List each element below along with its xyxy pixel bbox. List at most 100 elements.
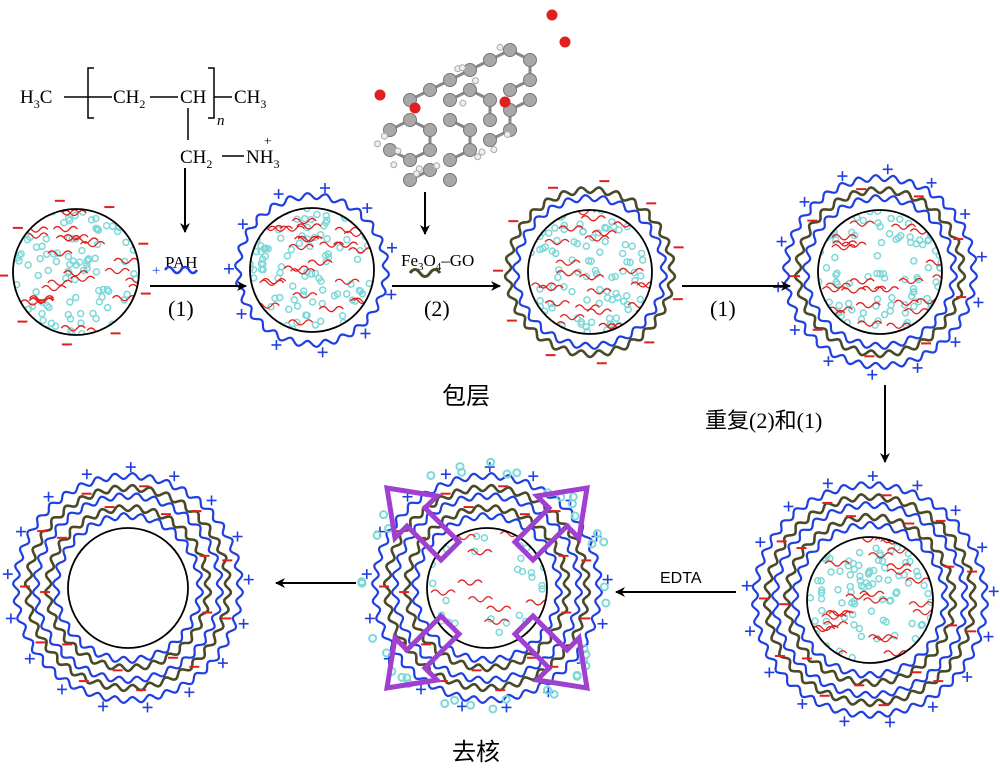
- core-polymer-chain: [73, 237, 99, 244]
- core-particle: [24, 261, 32, 269]
- core-polymer-chain: [467, 549, 493, 556]
- pah-layer: [52, 512, 204, 664]
- step-1b-label: (1): [710, 296, 736, 321]
- core-polymer-chain: [60, 325, 86, 332]
- core-polymer-chain: [861, 285, 887, 293]
- core-particle: [923, 222, 931, 230]
- core-particle: [584, 257, 593, 265]
- core-particle: [608, 295, 617, 304]
- core-particle: [822, 263, 831, 272]
- core-particle: [43, 250, 51, 259]
- core-particle: [64, 214, 73, 223]
- core-particle: [34, 271, 42, 280]
- core-particle: [583, 327, 592, 334]
- core-particle: [303, 223, 312, 232]
- core-polymer-chain: [294, 235, 320, 243]
- core-particle: [934, 237, 942, 245]
- core-particle: [880, 310, 889, 319]
- core-particle: [817, 577, 825, 585]
- core-particle: [623, 258, 631, 266]
- pah-layer: [234, 192, 390, 348]
- oxygen-atom: [374, 89, 386, 101]
- core-polymer-chain: [559, 313, 585, 321]
- core-polymer-chain: [288, 243, 314, 251]
- core-particle: [588, 233, 597, 242]
- core-polymer-chain: [112, 295, 138, 302]
- core-particle: [32, 288, 40, 296]
- core-particle: [887, 214, 895, 223]
- go-layer: [782, 512, 958, 688]
- go-layer: [793, 186, 967, 359]
- core-polymer-chain: [886, 563, 912, 570]
- hydrogen-atom: [471, 77, 479, 85]
- carbon-atom: [483, 53, 497, 67]
- core-particle: [76, 309, 85, 318]
- core-particle: [282, 328, 291, 332]
- core-particle: [911, 634, 920, 643]
- core-polymer-chain: [47, 279, 73, 286]
- core-polymer-chain: [483, 618, 510, 625]
- core-particle: [317, 277, 325, 285]
- core-particle: [910, 257, 918, 265]
- core-particle: [19, 209, 28, 216]
- core-particle: [103, 303, 112, 312]
- core-particle: [548, 304, 556, 312]
- core-particle: [313, 210, 321, 219]
- core-particle: [316, 317, 325, 326]
- core-particle: [910, 302, 918, 311]
- arrows: [150, 168, 890, 597]
- core-outline: [527, 209, 653, 335]
- core-polymer-chain: [292, 292, 318, 299]
- core-polymer-chain: [832, 240, 858, 247]
- carbon-atom: [423, 163, 437, 177]
- core-particle: [612, 314, 621, 322]
- core-polymer-chain: [41, 284, 67, 292]
- core-particle: [874, 219, 882, 227]
- core-particle: [336, 243, 344, 252]
- core-polymer-chain: [52, 225, 78, 233]
- core-particle: [122, 238, 130, 247]
- core-particle: [884, 576, 892, 584]
- core-polymer-chain: [556, 270, 582, 277]
- svg-text:CH2: CH2: [180, 147, 212, 171]
- core-particle: [536, 296, 544, 305]
- core-polymer-chain: [586, 288, 612, 295]
- core-particle: [300, 214, 309, 223]
- core-particle: [881, 563, 889, 572]
- core-particle: [36, 254, 44, 263]
- core-particle: [906, 657, 914, 663]
- carbon-atom: [443, 113, 457, 127]
- core-particle: [914, 572, 922, 580]
- core-polymer-chain: [486, 605, 512, 612]
- core-particle: [548, 247, 557, 255]
- hydrogen-atom: [390, 161, 398, 169]
- core-particle: [274, 226, 283, 234]
- step-labels: PAH (1) Fe3O4–GO (2) (1) 包层 重复(2)和(1) ED…: [165, 251, 822, 766]
- core-polymer-chain: [69, 275, 95, 282]
- core-particle: [878, 557, 887, 566]
- core-particle: [470, 547, 479, 555]
- core-particle: [908, 619, 916, 628]
- pah-label: PAH: [165, 253, 197, 272]
- pah-layer: [11, 471, 245, 705]
- core-particle: [611, 272, 620, 281]
- core-particle: [60, 218, 68, 227]
- core-polymer-chain: [288, 319, 314, 326]
- core-particle: [92, 214, 100, 223]
- core-particle: [66, 298, 74, 306]
- core-particle: [290, 296, 299, 304]
- pah-layer: [782, 174, 978, 370]
- carbon-atom: [403, 173, 417, 187]
- core-particle: [835, 301, 843, 310]
- core-particle: [901, 558, 910, 567]
- core-particle: [909, 288, 917, 296]
- carbon-atom: [463, 123, 477, 137]
- core-polymer-chain: [831, 234, 857, 241]
- core-particle: [258, 255, 267, 263]
- released-core-particle: [543, 685, 553, 695]
- core-polymer-chain: [931, 537, 933, 544]
- repeat-label: 重复(2)和(1): [705, 408, 822, 433]
- core-particle: [645, 328, 652, 334]
- core-particle: [256, 222, 264, 230]
